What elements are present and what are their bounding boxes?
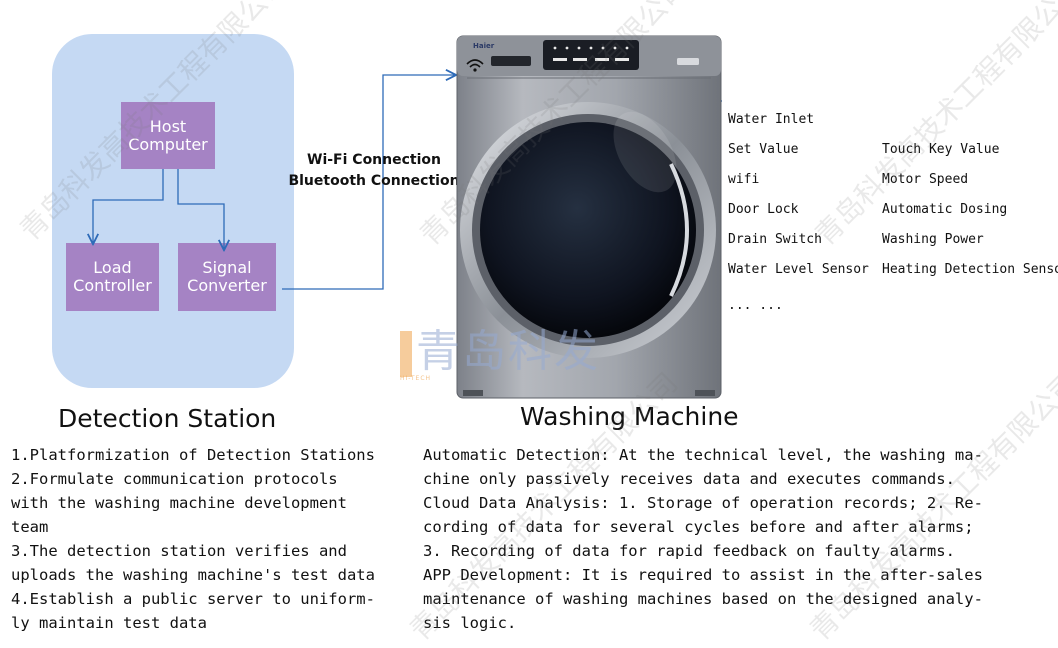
washing-machine-title: Washing Machine (520, 402, 739, 431)
signal-label: Touch Key Value (882, 142, 1000, 157)
text-line: uploads the washing machine's test data (11, 566, 375, 584)
text-line: chine only passively receives data and e… (423, 470, 955, 488)
detection-station-box (52, 34, 294, 388)
washing-machine-description: Automatic Detection: At the technical le… (423, 443, 983, 635)
text-line: Automatic Detection: At the technical le… (423, 446, 983, 464)
host-computer-label: Host Computer (128, 116, 208, 154)
logo-mark-icon (400, 331, 412, 377)
text-line: 3. Recording of data for rapid feedback … (423, 542, 955, 560)
text-line: maintenance of washing machines based on… (423, 590, 983, 608)
signal-label: Heating Detection Sensor (882, 262, 1058, 277)
load-controller-node: Load Controller (66, 243, 159, 311)
text-line: with the washing machine development (11, 494, 347, 512)
washing-machine-image: Haier (456, 35, 722, 399)
signal-label: wifi (728, 172, 760, 187)
washer-brand-logo: Haier (473, 42, 495, 50)
text-line: 3.The detection station verifies and (11, 542, 347, 560)
wifi-icon (466, 59, 484, 68)
logo-subtext: HI-TECH (400, 375, 432, 382)
connection-labels: Wi-Fi Connection Bluetooth Connection (284, 150, 464, 192)
signal-label: Door Lock (728, 202, 799, 217)
signal-converter-label: Signal Converter (187, 258, 267, 295)
text-line: APP Development: It is required to assis… (423, 566, 983, 584)
detection-station-description: 1.Platformization of Detection Stations … (11, 443, 375, 635)
signal-label: Water Level Sensor (728, 262, 869, 277)
bluetooth-connection-label: Bluetooth Connection (288, 173, 460, 189)
text-line: 2.Formulate communication protocols (11, 470, 338, 488)
signal-converter-node: Signal Converter (178, 243, 276, 311)
text-line: 4.Establish a public server to uniform- (11, 590, 375, 608)
text-line: Cloud Data Analysis: 1. Storage of opera… (423, 494, 983, 512)
signal-label: Automatic Dosing (882, 202, 1008, 217)
text-line: sis logic. (423, 614, 517, 632)
text-line: cording of data for several cycles befor… (423, 518, 974, 536)
host-computer-node: Host Computer (121, 102, 215, 169)
signal-label: Set Value (728, 142, 799, 157)
signal-label: Water Inlet (728, 112, 815, 127)
signal-label: Drain Switch (728, 232, 822, 247)
logo-text: 青岛科发 (416, 326, 600, 377)
text-line: team (11, 518, 49, 536)
signal-label: Washing Power (882, 232, 984, 247)
wifi-connection-label: Wi-Fi Connection (307, 152, 441, 168)
load-controller-label: Load Controller (73, 258, 152, 295)
signal-label: Motor Speed (882, 172, 969, 187)
text-line: ly maintain test data (11, 614, 207, 632)
detection-station-title: Detection Station (58, 404, 277, 433)
text-line: 1.Platformization of Detection Stations (11, 446, 375, 464)
signal-label: ... ... (728, 298, 783, 313)
company-logo-watermark: 青岛科发 HI-TECH (400, 315, 600, 382)
